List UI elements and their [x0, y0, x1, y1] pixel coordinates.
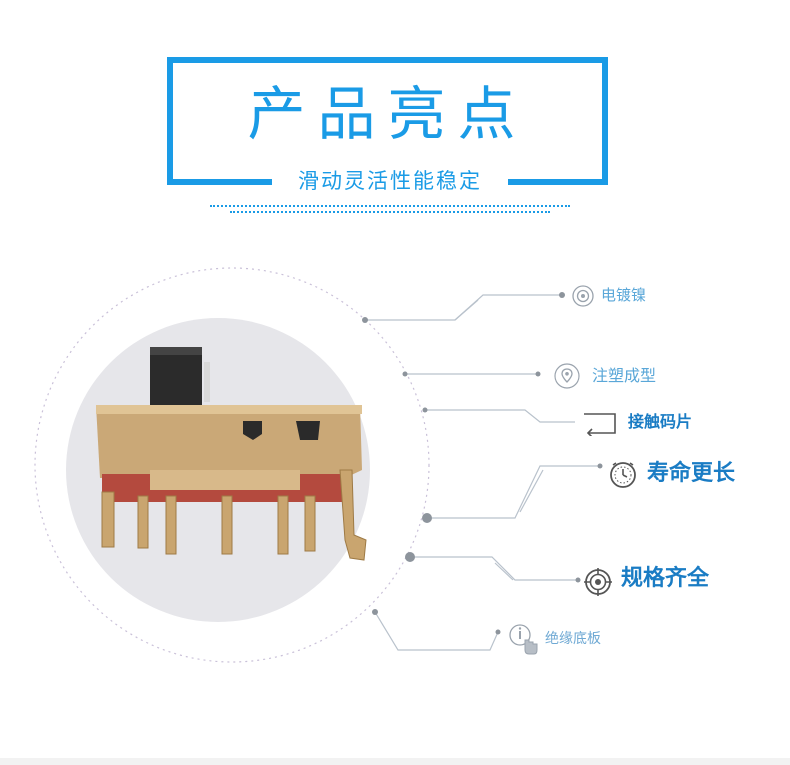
housing-slot-right — [296, 421, 320, 440]
location-pin-icon — [554, 363, 580, 389]
info-touch-icon — [509, 624, 538, 655]
return-arrow-icon — [584, 413, 616, 436]
housing-slot-left — [243, 421, 262, 440]
subtitle-band — [272, 166, 508, 196]
dotted-divider-bottom — [230, 211, 550, 213]
target-ring-icon — [572, 285, 594, 307]
switch-housing — [96, 405, 362, 478]
bottom-strip — [0, 758, 790, 765]
feature-label-contact-blade: 接触码片 — [628, 412, 693, 431]
feature-label-full-specifications: 规格齐全 — [621, 566, 710, 591]
callout-lines — [365, 294, 600, 651]
crosshair-target-icon — [584, 568, 612, 596]
outer-dashed-circle — [34, 267, 430, 663]
feature-label-longer-life: 寿命更长 — [647, 461, 736, 486]
callout-dots — [362, 292, 603, 635]
feature-label-nickel-plating: 电镀镍 — [601, 286, 647, 304]
feature-label-injection-molding: 注塑成型 — [592, 366, 657, 385]
page-subtitle: 滑动灵活性能稳定 — [298, 169, 482, 193]
slide-switch-product — [96, 347, 367, 561]
page-title: 产品亮点 — [247, 80, 528, 148]
dotted-divider-top — [210, 205, 570, 207]
switch-knob — [150, 347, 202, 407]
feature-label-insulating-base: 绝缘底板 — [545, 631, 601, 647]
stopwatch-icon — [610, 462, 636, 488]
